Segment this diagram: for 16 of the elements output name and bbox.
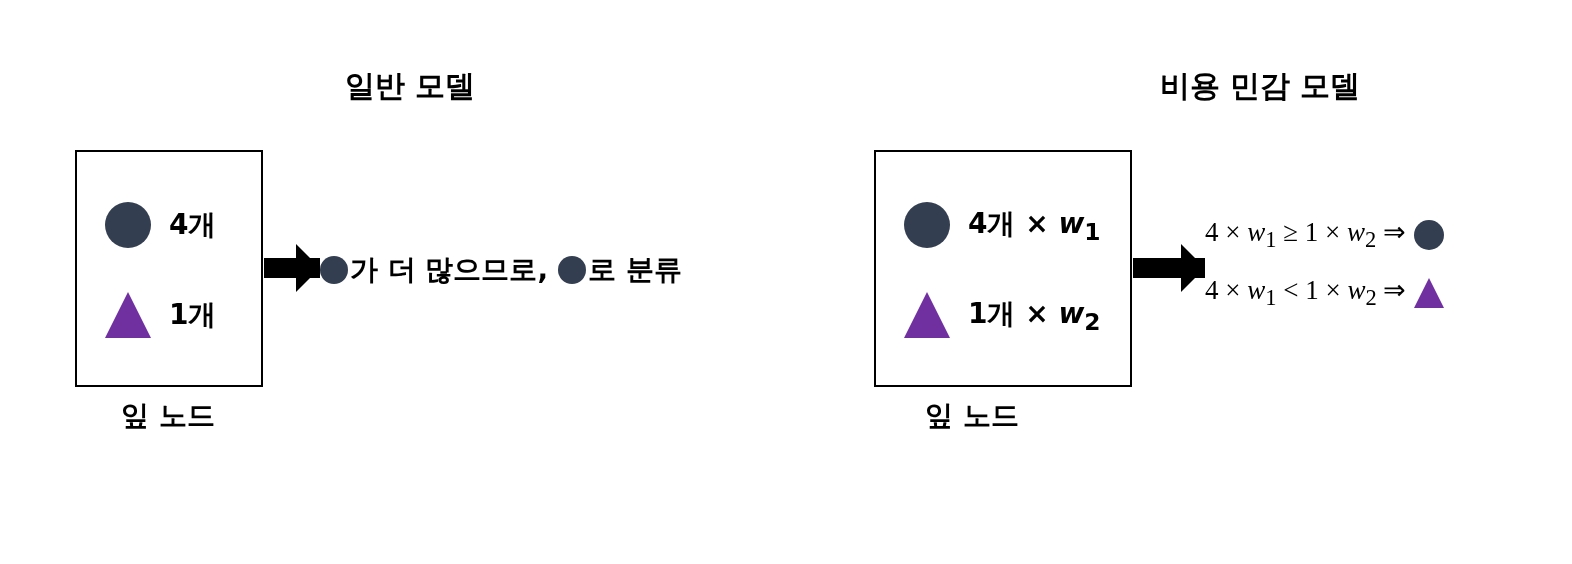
result-text: 로 분류	[588, 252, 682, 288]
count-text: 1개	[169, 297, 217, 333]
node-caption: 잎 노드	[925, 398, 1019, 434]
heading: 비용 민감 모델	[1159, 67, 1361, 105]
count-text: 4개	[169, 207, 217, 243]
leaf-node-box	[75, 150, 263, 387]
node-caption: 잎 노드	[121, 398, 215, 434]
leaf-node-box	[874, 150, 1132, 387]
arrow	[264, 244, 320, 292]
count-text: 4개 × w$_{1}$	[968, 205, 1101, 246]
formula: 4 × w$_{1}$ ≥ 1 × w$_{2}$ ⇒	[1205, 216, 1407, 254]
heading: 일반 모델	[344, 67, 476, 105]
count-text: 1개 × w$_{2}$	[968, 295, 1101, 336]
arrow	[1133, 244, 1205, 292]
formula: 4 × w$_{1}$ < 1 × w$_{2}$ ⇒	[1205, 274, 1407, 312]
result-text: 가 더 많으므로,	[350, 252, 549, 288]
